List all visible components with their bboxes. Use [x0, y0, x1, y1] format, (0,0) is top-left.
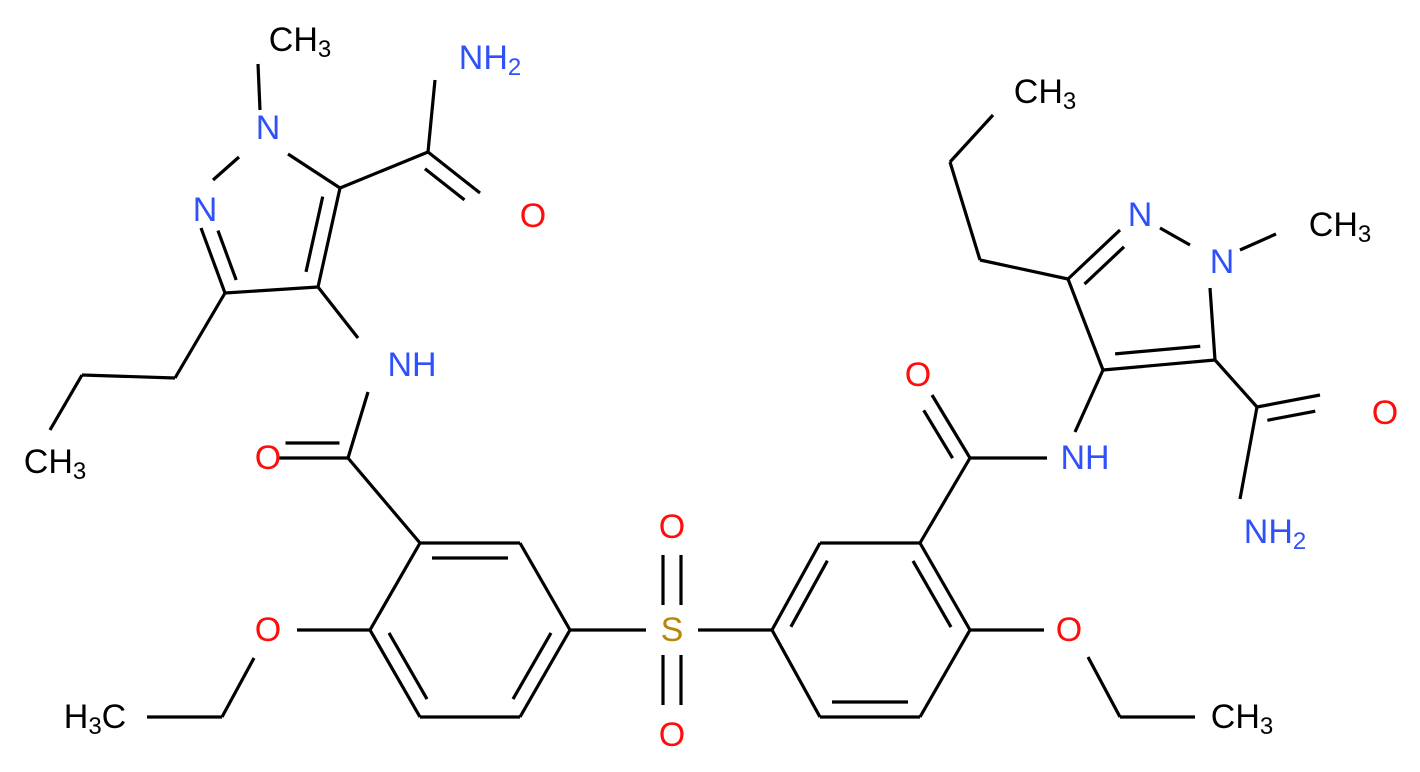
atom-label-ch3-n1-left: CH3: [269, 21, 331, 63]
bond-line: [1083, 245, 1126, 286]
bond-line: [518, 542, 572, 631]
atom-label-o-amide-right: O: [905, 356, 931, 394]
bond-line: [922, 409, 954, 460]
atom-label-n2-right: N: [1128, 196, 1153, 234]
atom-label-o-ether-right: O: [1056, 611, 1082, 649]
bond-line: [427, 150, 481, 195]
bond-line: [1066, 228, 1122, 281]
bond-line: [1159, 226, 1191, 247]
bond-line: [918, 457, 972, 544]
bond-line: [316, 286, 360, 339]
bond-line: [346, 456, 422, 545]
atom-label-o-s-top: O: [659, 508, 685, 546]
bond-line: [770, 629, 822, 718]
bond-line: [304, 196, 325, 273]
bond-line: [1267, 409, 1316, 422]
bond-line: [918, 629, 972, 718]
atom-label-nh-right: NH: [1060, 439, 1109, 477]
bond-line: [1114, 344, 1201, 356]
atom-label-nh2-left: NH2: [459, 39, 521, 81]
bond-line: [211, 155, 241, 182]
atom-label-s-sulfonyl: S: [661, 611, 684, 649]
bond-line: [368, 629, 422, 718]
atom-label-nh2-right: NH2: [1244, 513, 1306, 555]
bond-line: [316, 187, 342, 288]
atom-label-ch3-ether-right: CH3: [1211, 698, 1273, 740]
bond-line: [979, 258, 1069, 281]
bond-line: [511, 632, 553, 700]
bond-line: [1238, 406, 1259, 500]
bond-layer: [48, 63, 1321, 719]
atom-label-n1-left: N: [256, 109, 281, 147]
bond-line: [256, 63, 262, 111]
bond-line: [1066, 278, 1105, 371]
atom-label-o-amide-left: O: [255, 439, 281, 477]
bond-line: [911, 560, 953, 628]
bond-line: [948, 161, 982, 261]
atom-label-o-carbox-left: O: [520, 197, 546, 235]
bond-line: [224, 285, 319, 295]
bond-line: [518, 629, 572, 718]
bond-line: [1086, 656, 1122, 718]
bond-line: [220, 657, 256, 718]
bond-line: [1073, 369, 1105, 433]
bond-line: [216, 230, 238, 281]
bond-line: [48, 374, 84, 431]
atom-label-ch3-propyl-left: CH3: [24, 443, 86, 485]
bond-line: [770, 542, 822, 631]
bond-line: [918, 542, 972, 631]
bond-line: [1102, 358, 1216, 372]
bond-line: [423, 167, 466, 202]
atom-label-o-carbox-right: O: [1372, 394, 1398, 432]
bond-line: [387, 632, 429, 700]
atom-label-o-ether-left: O: [255, 611, 281, 649]
bond-line: [199, 227, 227, 294]
atom-label-o-s-bottom: O: [659, 716, 685, 754]
bond-line: [948, 113, 995, 164]
bond-line: [1208, 287, 1217, 361]
bond-line: [346, 391, 370, 459]
atom-label-h3c-left: H3C: [64, 698, 126, 740]
atom-label-n1-right: N: [1210, 243, 1235, 281]
bond-line: [173, 292, 227, 379]
atom-label-nh-left: NH: [387, 346, 436, 384]
bond-line: [426, 79, 437, 153]
bond-line: [81, 373, 176, 380]
atom-label-ch3-n1-right: CH3: [1309, 206, 1371, 248]
bond-line: [287, 152, 341, 190]
bond-line: [930, 394, 972, 459]
atom-label-n2-left: N: [193, 191, 218, 229]
bond-line: [1239, 232, 1277, 252]
bond-line: [339, 150, 429, 190]
bond-line: [789, 559, 829, 628]
bond-line: [368, 542, 422, 631]
bond-line: [1256, 393, 1321, 409]
atom-label-ch3-propyl-right: CH3: [1014, 73, 1076, 115]
bond-line: [1213, 358, 1259, 409]
